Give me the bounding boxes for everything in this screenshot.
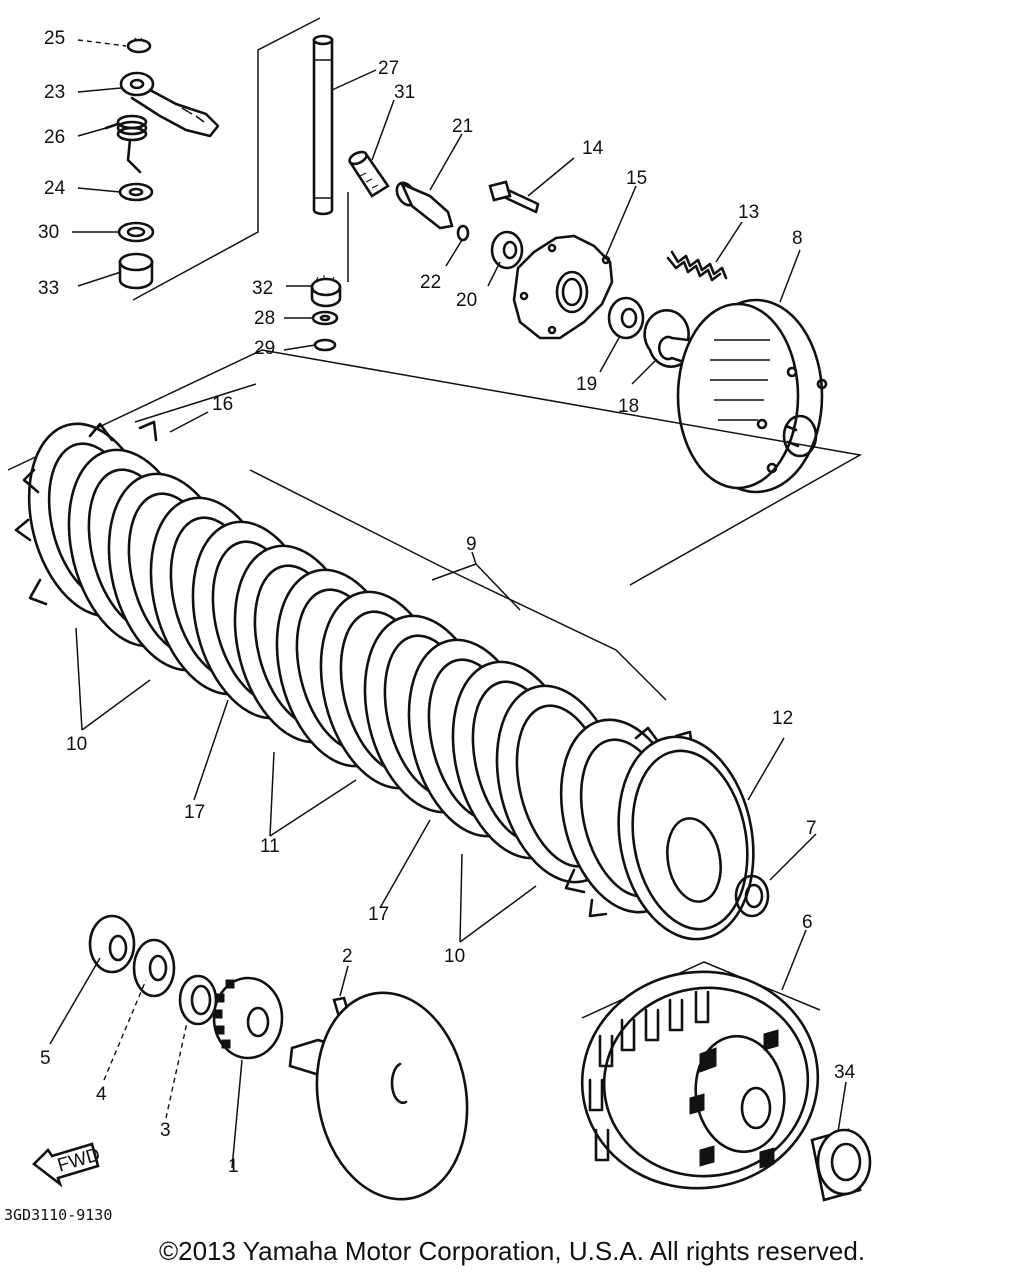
callout-26: 26 [44, 127, 65, 148]
part-13-clutch-spring [666, 250, 728, 282]
part-28-washer [311, 310, 339, 326]
callout-1: 1 [228, 1156, 239, 1177]
callout-30: 30 [38, 222, 59, 243]
callout-24: 24 [44, 178, 66, 199]
callout-19: 19 [576, 374, 597, 395]
part-5-thrust-washer [88, 914, 136, 974]
callout-16: 16 [212, 394, 233, 415]
callout-34: 34 [834, 1062, 856, 1083]
callout-15: 15 [626, 168, 647, 189]
callout-6: 6 [802, 912, 813, 933]
part-8-clutch-boss [676, 298, 828, 494]
part-3-circlip [178, 974, 218, 1026]
part-21-push-rod-piece [395, 181, 454, 230]
part-6-clutch-housing [580, 961, 821, 1190]
part-29-circlip [313, 338, 337, 352]
callout-32: 32 [252, 278, 273, 299]
part-27-push-rod [312, 34, 334, 216]
part-7-circlip [734, 874, 770, 918]
part-12-pressure-plate [617, 735, 755, 941]
part-14-bolt [488, 180, 540, 214]
callout-3: 3 [160, 1120, 171, 1141]
part-34-spacer [810, 1128, 872, 1202]
part-15-pressure-plate [512, 234, 614, 340]
leader-lines [49, 39, 847, 1169]
callout-12: 12 [772, 708, 793, 729]
callout-18: 18 [618, 396, 639, 417]
crankshaft-web [288, 991, 469, 1201]
part-33-bushing [118, 252, 154, 290]
callout-33: 33 [38, 278, 59, 299]
part-18-lock-washer [643, 308, 690, 368]
callout-numbers: 25 23 26 24 30 33 27 31 21 14 15 13 8 32… [38, 28, 856, 1177]
callout-31: 31 [394, 82, 415, 103]
copyright-notice: ©2013 Yamaha Motor Corporation, U.S.A. A… [158, 1236, 866, 1266]
callout-22: 22 [420, 272, 441, 293]
callout-5: 5 [40, 1048, 51, 1069]
fwd-arrow-icon: FWD [32, 1142, 103, 1188]
callout-7: 7 [806, 818, 817, 839]
plate-stack-bracket [7, 349, 863, 586]
callout-20: 20 [456, 290, 477, 311]
callout-9: 9 [466, 534, 477, 555]
part-25-circlip [126, 37, 152, 54]
callout-23: 23 [44, 82, 65, 103]
callout-25: 25 [44, 28, 65, 49]
part-26-spring [104, 114, 148, 174]
friction-plate-bracket [134, 383, 667, 701]
callout-11: 11 [260, 836, 280, 857]
callout-13: 13 [738, 202, 759, 223]
diagram-reference-code: 3GD3110-9130 [4, 1206, 113, 1224]
callout-10-left: 10 [66, 734, 87, 755]
lever-bracket-line [132, 17, 321, 301]
part-24-washer [118, 182, 154, 202]
part-32-nut [310, 275, 342, 308]
part-19-bearing [607, 296, 645, 340]
callout-2: 2 [342, 946, 353, 967]
callout-8: 8 [792, 228, 803, 249]
part-31-pinion [348, 150, 390, 198]
callout-28: 28 [254, 308, 275, 329]
callout-10-right: 10 [444, 946, 465, 967]
part-22-o-ring [456, 224, 470, 242]
part-20-bearing [490, 230, 524, 270]
part-30-seal [117, 221, 155, 243]
plate-stack [14, 420, 694, 918]
callout-21: 21 [452, 116, 473, 137]
callout-27: 27 [378, 58, 399, 79]
part-1-primary-drive-gear [212, 976, 284, 1060]
part-23-push-lever [119, 71, 220, 138]
callout-4: 4 [96, 1084, 107, 1105]
callout-17-right: 17 [368, 904, 389, 925]
callout-17-left: 17 [184, 802, 205, 823]
callout-14: 14 [582, 138, 604, 159]
callout-29: 29 [254, 338, 275, 359]
part-4-plate [132, 938, 176, 998]
